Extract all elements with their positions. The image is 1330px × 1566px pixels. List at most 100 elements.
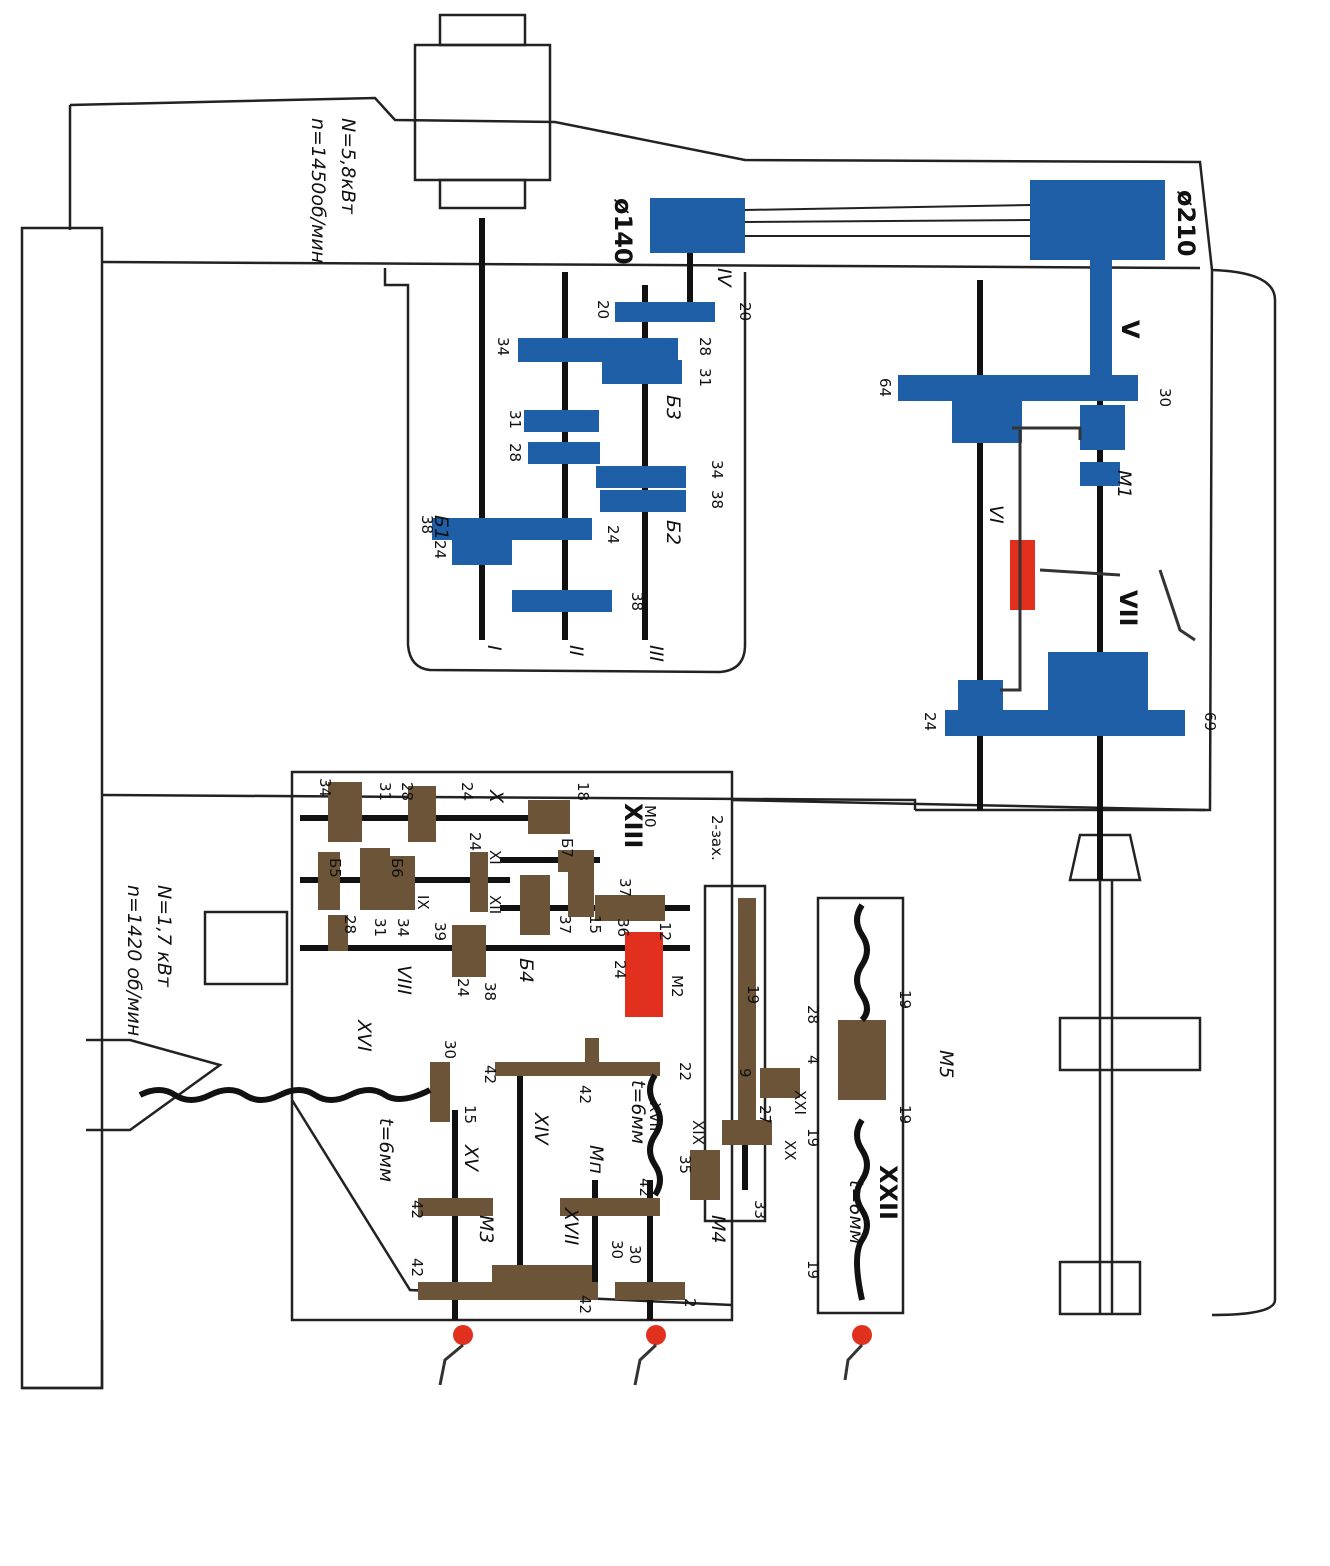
clutch-m5-body — [838, 1020, 886, 1100]
teeth-69: 69 — [1201, 712, 1219, 731]
teeth-28e: 28 — [804, 1005, 822, 1024]
shaft-label-iv: IV — [713, 268, 735, 289]
spindle-gear-housing — [1048, 652, 1148, 710]
teeth-24c: 24 — [921, 712, 939, 731]
handle-1[interactable] — [438, 1343, 464, 1386]
teeth-19d: 19 — [896, 990, 914, 1009]
feed-box — [290, 770, 734, 1322]
shaft-label-xi: XI — [486, 850, 504, 865]
teeth-24a: 24 — [431, 540, 449, 559]
teeth-37b: 37 — [556, 915, 574, 934]
teeth-18: 18 — [574, 782, 592, 801]
clutch-m1-label: M1 — [1113, 470, 1135, 498]
teeth-28b: 28 — [506, 443, 524, 462]
spindle-housing — [1211, 268, 1277, 1317]
teeth-36: 36 — [614, 918, 632, 937]
handwheel-hub-2[interactable] — [646, 1325, 666, 1345]
handles — [438, 426, 1196, 1386]
teeth-31b: 31 — [506, 410, 524, 429]
teeth-37a: 37 — [616, 878, 634, 897]
shaft-label-xx: XX — [781, 1140, 799, 1161]
shaft-label-xii: XII — [486, 895, 504, 914]
teeth-28a: 28 — [696, 337, 714, 356]
teeth-35: 35 — [676, 1155, 694, 1174]
feed-screw-box — [816, 896, 905, 1315]
clutch-m0-label: M0 — [641, 805, 659, 828]
speed-box — [383, 268, 747, 674]
shaft-label-xiv: XIV — [530, 1112, 552, 1147]
pitch-note-c: t=6мм — [845, 1180, 867, 1244]
handle-2[interactable] — [633, 1343, 658, 1386]
v-belt — [744, 204, 1031, 237]
spindle-lever[interactable] — [1158, 569, 1196, 642]
teeth-39: 39 — [431, 922, 449, 941]
shaft-label-xiii: XIII — [619, 803, 647, 848]
block-b7: Б7 — [558, 838, 576, 858]
rack-box — [703, 884, 767, 1223]
teeth-15a: 15 — [586, 915, 604, 934]
teeth-38d: 38 — [481, 982, 499, 1001]
teeth-42a: 42 — [481, 1065, 499, 1084]
teeth-28d: 28 — [341, 915, 359, 934]
teeth-2: 2 — [681, 1298, 699, 1308]
feed-gears — [318, 782, 886, 1300]
clutch-m5-label: M5 — [935, 1050, 957, 1078]
lead-screws — [138, 903, 870, 1301]
teeth-22: 22 — [676, 1062, 694, 1081]
teeth-24e: 24 — [466, 832, 484, 851]
clutch-m4-label: M4 — [707, 1215, 729, 1243]
teeth-27: 27 — [756, 1105, 774, 1124]
block-b2: Б2 — [662, 520, 684, 545]
pulley-small-label: ø140 — [609, 198, 637, 265]
teeth-34d: 34 — [394, 918, 412, 937]
main-motor — [413, 43, 552, 182]
block-b6: Б6 — [388, 858, 406, 878]
teeth-31a: 31 — [696, 368, 714, 387]
clutch-vi-vii — [1010, 540, 1035, 610]
shaft-label-xv: XV — [460, 1144, 482, 1173]
teeth-31d: 31 — [371, 918, 389, 937]
main-motor-power: N=5,8кВт — [337, 118, 359, 215]
handle-3[interactable] — [843, 1343, 864, 1381]
teeth-42d: 42 — [408, 1200, 426, 1219]
teeth-38c: 38 — [628, 592, 646, 611]
teeth-19b: 19 — [804, 1128, 822, 1147]
block-b1: Б1 — [430, 515, 452, 540]
shaft-label-x: X — [485, 789, 507, 804]
gear-24-69 — [945, 710, 1185, 736]
pitch-note-b: t=6мм — [627, 1080, 649, 1144]
teeth-34c: 34 — [316, 778, 334, 797]
teeth-28c: 28 — [398, 782, 416, 801]
shaft-label-xvii-b: XVII — [560, 1207, 582, 1246]
feed-motor-speed: n=1420 об/мин — [123, 885, 145, 1036]
column-left — [20, 226, 104, 1390]
shaft-label-vii: VII — [1114, 590, 1142, 626]
shaft-label-i: I — [483, 645, 505, 651]
teeth-4: 4 — [804, 1055, 822, 1065]
pulley-small — [650, 198, 745, 253]
handwheel-hub-1[interactable] — [453, 1325, 473, 1345]
handwheel-hub-3[interactable] — [852, 1325, 872, 1345]
teeth-33: 33 — [751, 1200, 769, 1219]
teeth-42c: 42 — [636, 1178, 654, 1197]
upper-housing — [69, 96, 1214, 812]
teeth-24f: 24 — [454, 978, 472, 997]
teeth-30a: 30 — [1156, 388, 1174, 407]
shaft-label-xxii: XXII — [874, 1165, 902, 1220]
shaft-label-xvii: XVII — [646, 1102, 664, 1131]
teeth-64: 64 — [876, 378, 894, 397]
teeth-19a: 19 — [744, 985, 762, 1004]
teeth-15b: 15 — [461, 1105, 479, 1124]
shaft-label-xxi: XXI — [791, 1090, 809, 1115]
teeth-19e: 19 — [896, 1105, 914, 1124]
block-b4: Б4 — [515, 958, 537, 983]
teeth-42f: 42 — [576, 1295, 594, 1314]
spindle-nose — [1068, 833, 1142, 882]
frame-outline — [20, 13, 1277, 1390]
pitch-note-a: t=6мм — [375, 1118, 397, 1182]
teeth-24b: 24 — [604, 525, 622, 544]
shaft-label-xix: XIX — [689, 1120, 707, 1145]
clutch-mp-label: Mп — [585, 1145, 607, 1174]
two-start-note: 2-зах. — [708, 815, 726, 861]
